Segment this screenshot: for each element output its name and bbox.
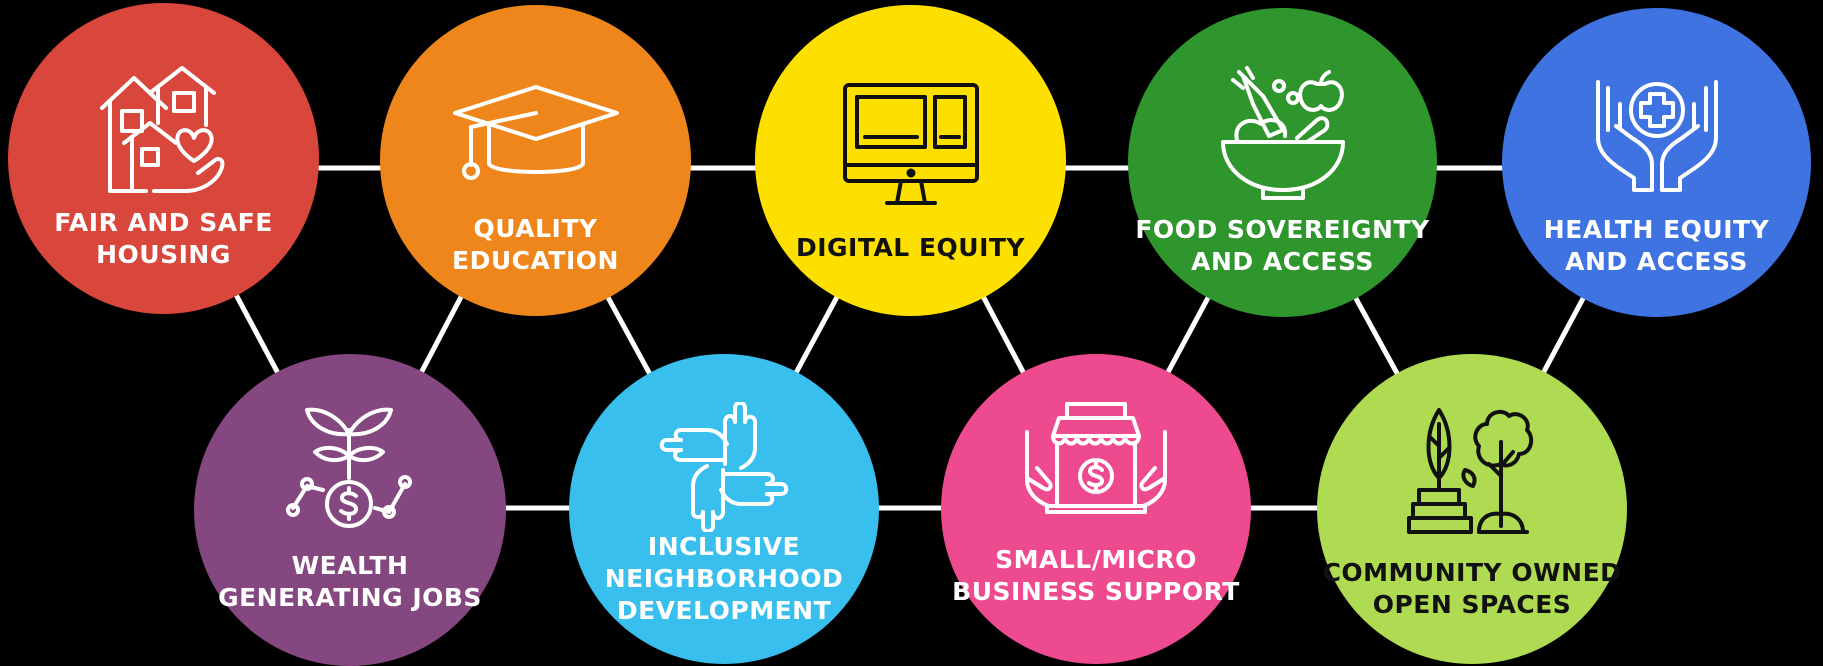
label-line: EDUCATION [452, 246, 619, 275]
label-line: WEALTH [291, 551, 409, 580]
node-food-label: FOOD SOVEREIGNTY AND ACCESS [1128, 214, 1437, 278]
hands-medical-cross-icon [1595, 80, 1718, 192]
node-digital-label: DIGITAL EQUITY [755, 232, 1066, 264]
label-line: AND ACCESS [1191, 247, 1374, 276]
node-inclusive: INCLUSIVE NEIGHBORHOOD DEVELOPMENT [569, 354, 879, 664]
label-line: GENERATING JOBS [218, 583, 482, 612]
label-line: HOUSING [96, 240, 231, 269]
node-business-label: SMALL/MICRO BUSINESS SUPPORT [941, 544, 1251, 608]
tree-plant-icon [1407, 408, 1534, 534]
node-health-label: HEALTH EQUITY AND ACCESS [1502, 214, 1811, 278]
label-line: QUALITY [473, 214, 598, 243]
node-housing-label: FAIR AND SAFE HOUSING [8, 207, 319, 271]
label-line: DIGITAL EQUITY [795, 233, 1026, 262]
storefront-dollar-icon [1025, 402, 1167, 514]
node-business: SMALL/MICRO BUSINESS SUPPORT [941, 354, 1251, 664]
node-digital: DIGITAL EQUITY [755, 5, 1066, 316]
node-community: COMMUNITY OWNED OPEN SPACES [1317, 354, 1627, 664]
node-education-label: QUALITY EDUCATION [380, 213, 691, 277]
label-line: SMALL/MICRO [995, 545, 1197, 574]
node-education: QUALITY EDUCATION [380, 5, 691, 316]
label-line: NEIGHBORHOOD [604, 564, 844, 593]
label-line: DEVELOPMENT [616, 596, 832, 625]
node-inclusive-label: INCLUSIVE NEIGHBORHOOD DEVELOPMENT [569, 531, 879, 627]
label-line: OPEN SPACES [1372, 590, 1572, 619]
computer-monitor-icon [842, 83, 979, 205]
node-food: FOOD SOVEREIGNTY AND ACCESS [1128, 8, 1437, 317]
node-wealth-label: WEALTH GENERATING JOBS [194, 550, 506, 614]
node-health: HEALTH EQUITY AND ACCESS [1502, 8, 1811, 317]
label-line: AND ACCESS [1565, 247, 1748, 276]
label-line: BUSINESS SUPPORT [952, 577, 1240, 606]
label-line: FOOD SOVEREIGNTY [1135, 215, 1430, 244]
label-line: HEALTH EQUITY [1543, 215, 1770, 244]
linked-hands-icon [659, 402, 789, 532]
house-heart-icon [99, 66, 224, 193]
plant-dollar-growth-icon [286, 407, 412, 528]
graduation-cap-icon [452, 85, 619, 180]
label-line: FAIR AND SAFE [54, 208, 273, 237]
food-bowl-icon [1220, 66, 1345, 200]
node-housing: FAIR AND SAFE HOUSING [8, 3, 319, 314]
label-line: INCLUSIVE [647, 532, 801, 561]
label-line: COMMUNITY OWNED [1322, 558, 1622, 587]
node-community-label: COMMUNITY OWNED OPEN SPACES [1317, 557, 1627, 621]
node-wealth: WEALTH GENERATING JOBS [194, 354, 506, 666]
